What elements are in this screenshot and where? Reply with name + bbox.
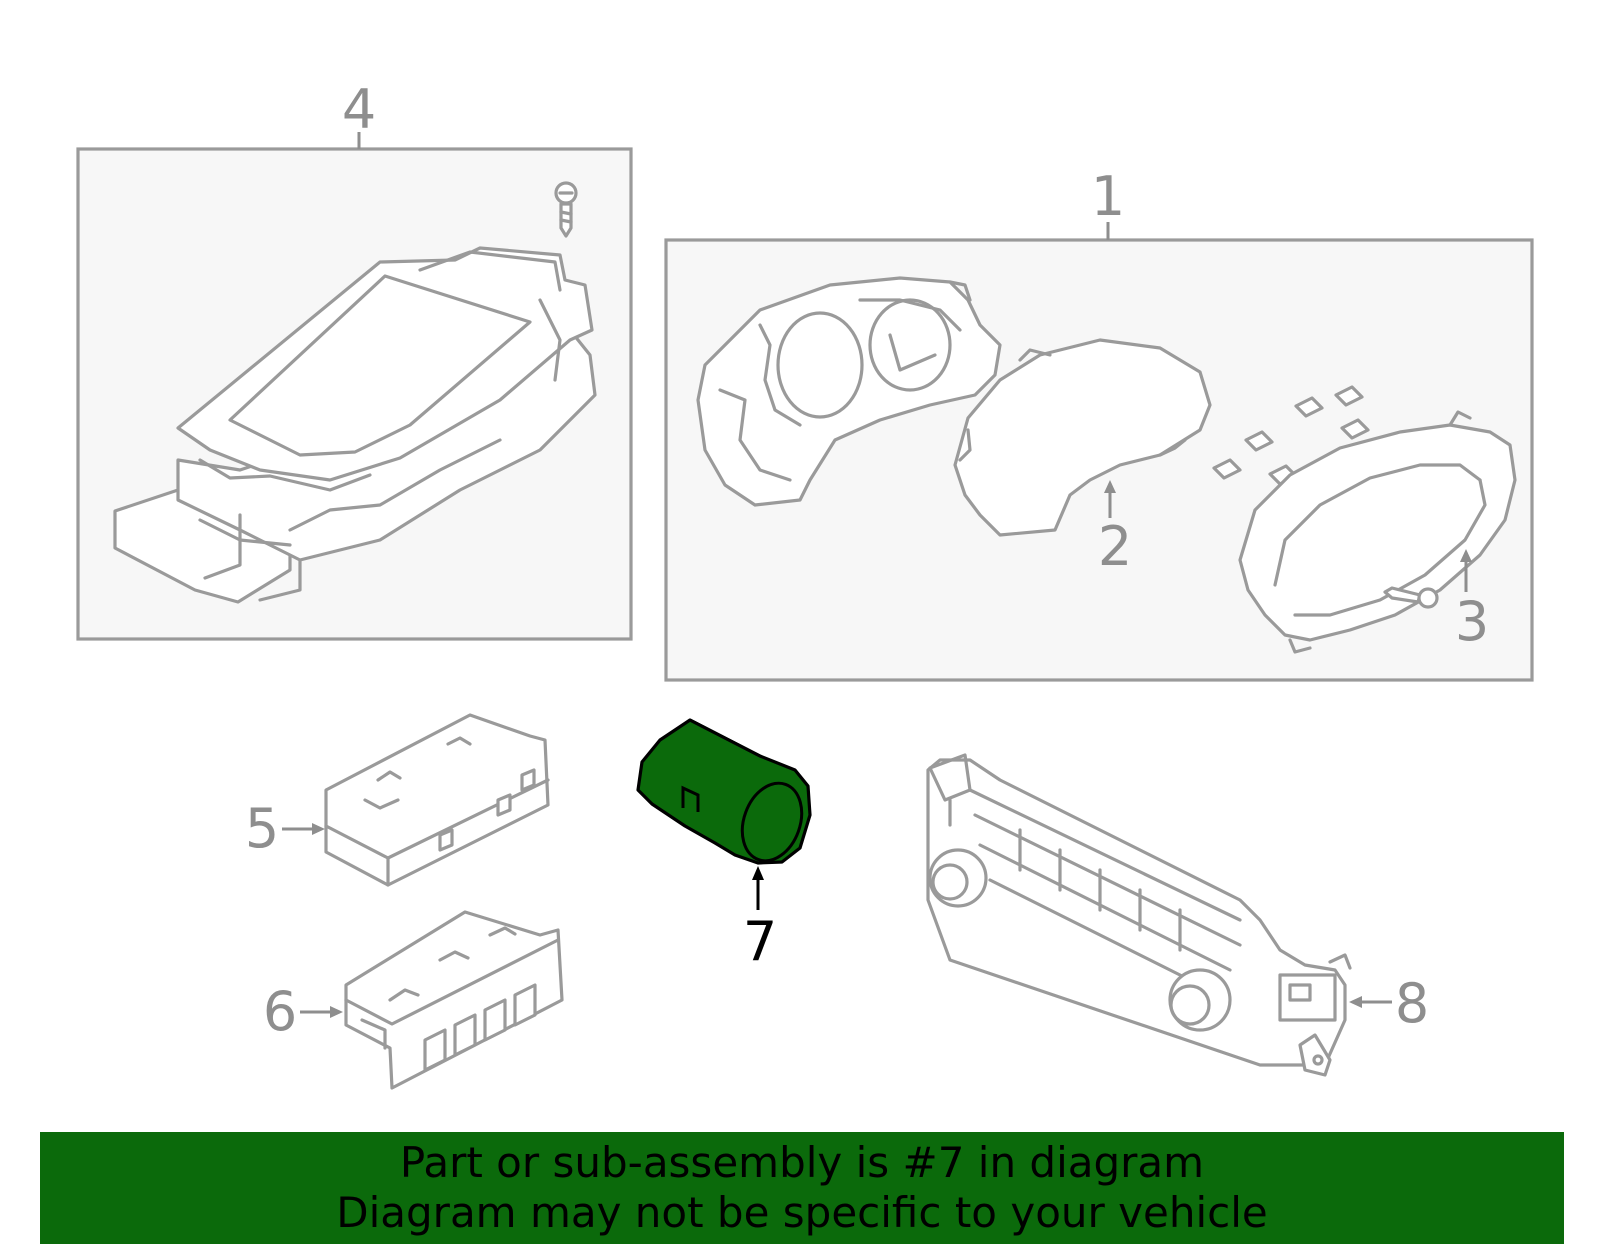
callout-5: 5: [245, 797, 279, 860]
clip-icon: [1212, 385, 1370, 486]
part-7: 7: [636, 718, 812, 973]
banner-line-2: Diagram may not be specific to your vehi…: [336, 1188, 1268, 1237]
callout-7: 7: [743, 910, 777, 973]
cluster-case-icon: [1238, 410, 1517, 654]
part-7-edge: [689, 718, 761, 758]
callout-8: 8: [1395, 972, 1429, 1035]
callout-1: 1: [1091, 165, 1125, 228]
part-7-body: [636, 718, 812, 865]
part-6: 6: [263, 910, 564, 1090]
part-5: 5: [245, 713, 550, 887]
banner-line-1: Part or sub-assembly is #7 in diagram: [399, 1138, 1205, 1187]
callout-4: 4: [342, 78, 376, 141]
part-group-1: 1 2: [664, 165, 1534, 682]
climate-control-icon: [926, 753, 1352, 1077]
part-group-4: 4: [76, 78, 633, 641]
part-7-notch: [681, 785, 700, 812]
callout-2: 2: [1098, 515, 1132, 578]
switch-panel-icon: [324, 713, 550, 887]
switch-panel-icon: [344, 910, 564, 1090]
cluster-lens-icon: [953, 338, 1212, 537]
info-banner: Part or sub-assembly is #7 in diagram Di…: [40, 1132, 1564, 1244]
callout-6: 6: [263, 980, 297, 1043]
callout-3: 3: [1455, 590, 1489, 653]
cluster-housing-icon: [696, 276, 1002, 507]
part-8: 8: [926, 753, 1429, 1077]
screw-icon: [1383, 586, 1439, 609]
display-unit-icon: [113, 246, 597, 604]
part-7-face: [740, 781, 804, 863]
screw-icon: [554, 181, 578, 238]
highlighted-part-icon: [636, 718, 812, 865]
